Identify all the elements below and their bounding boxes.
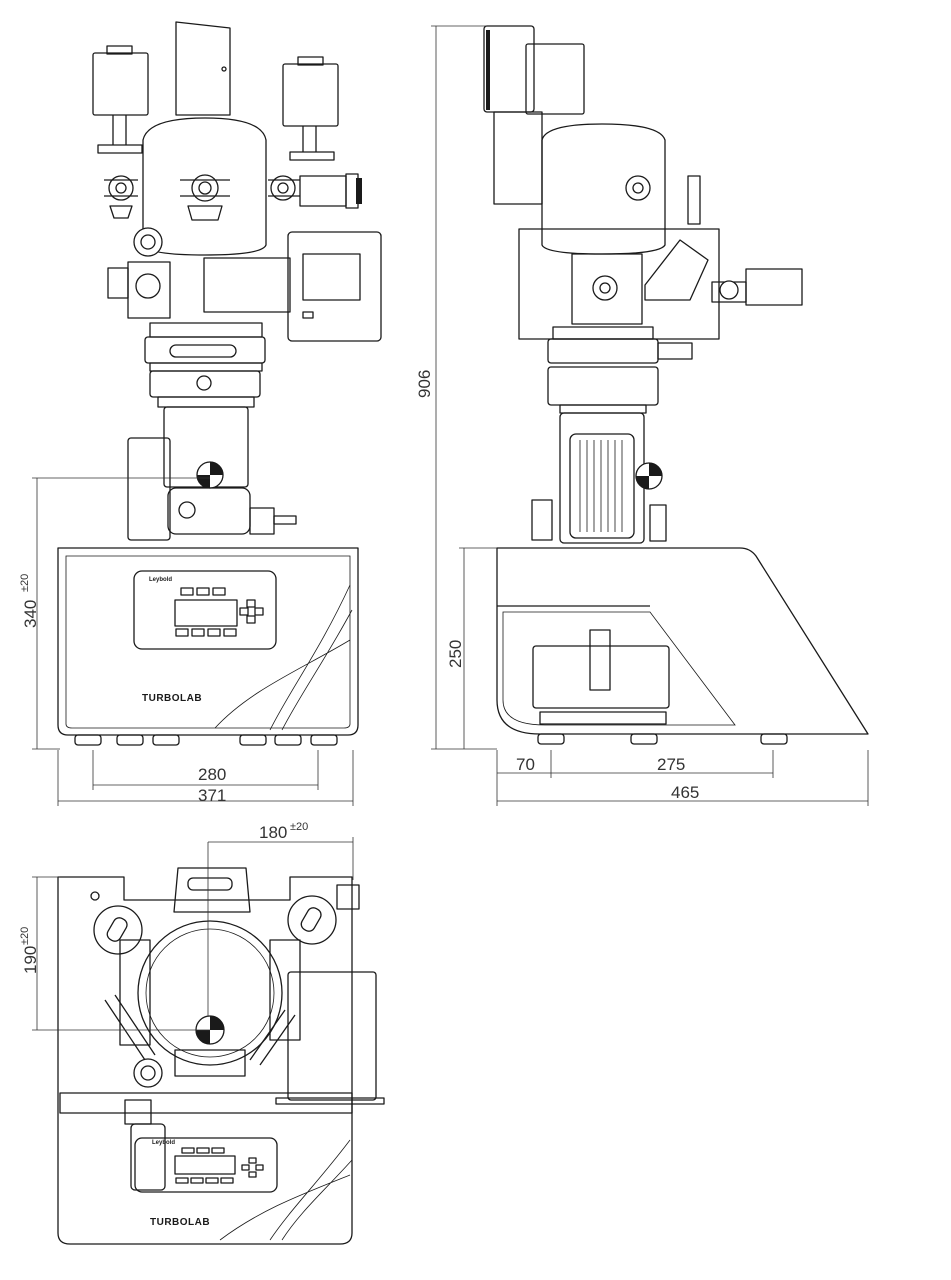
dim-front-outer-width: 371 bbox=[198, 786, 226, 805]
dim-top-offset-x: 180 bbox=[259, 823, 287, 842]
dim-top-offset-x-tol: ±20 bbox=[290, 821, 308, 833]
dim-side-depth-a: 70 bbox=[516, 755, 535, 774]
dim-front-inner-width: 280 bbox=[198, 765, 226, 784]
center-of-gravity-icon bbox=[635, 462, 663, 490]
dim-side-depth-total: 465 bbox=[671, 783, 699, 802]
logo-text-top: Leybold bbox=[152, 1140, 175, 1146]
brand-label-front: TURBOLAB bbox=[142, 693, 202, 704]
dim-total-height: 906 bbox=[415, 370, 434, 398]
brand-label-top: TURBOLAB bbox=[150, 1217, 210, 1228]
center-of-gravity-icon bbox=[196, 461, 224, 489]
logo-text-front: Leybold bbox=[149, 577, 172, 583]
dim-side-depth-b: 275 bbox=[657, 755, 685, 774]
dim-front-height: 340 bbox=[21, 600, 40, 628]
dim-front-height-tol: ±20 bbox=[19, 574, 31, 592]
dim-top-offset-y: 190 bbox=[21, 946, 40, 974]
top-view: Leybold TURBOLAB 180 ±20 190 ±20 bbox=[19, 821, 385, 1245]
dim-base-height: 250 bbox=[446, 640, 465, 668]
side-view: 906 250 70 275 465 bbox=[415, 25, 869, 806]
front-view: Leybold TURBOLAB 340 ±20 280 371 bbox=[19, 21, 382, 806]
dim-top-offset-y-tol: ±20 bbox=[19, 927, 31, 945]
